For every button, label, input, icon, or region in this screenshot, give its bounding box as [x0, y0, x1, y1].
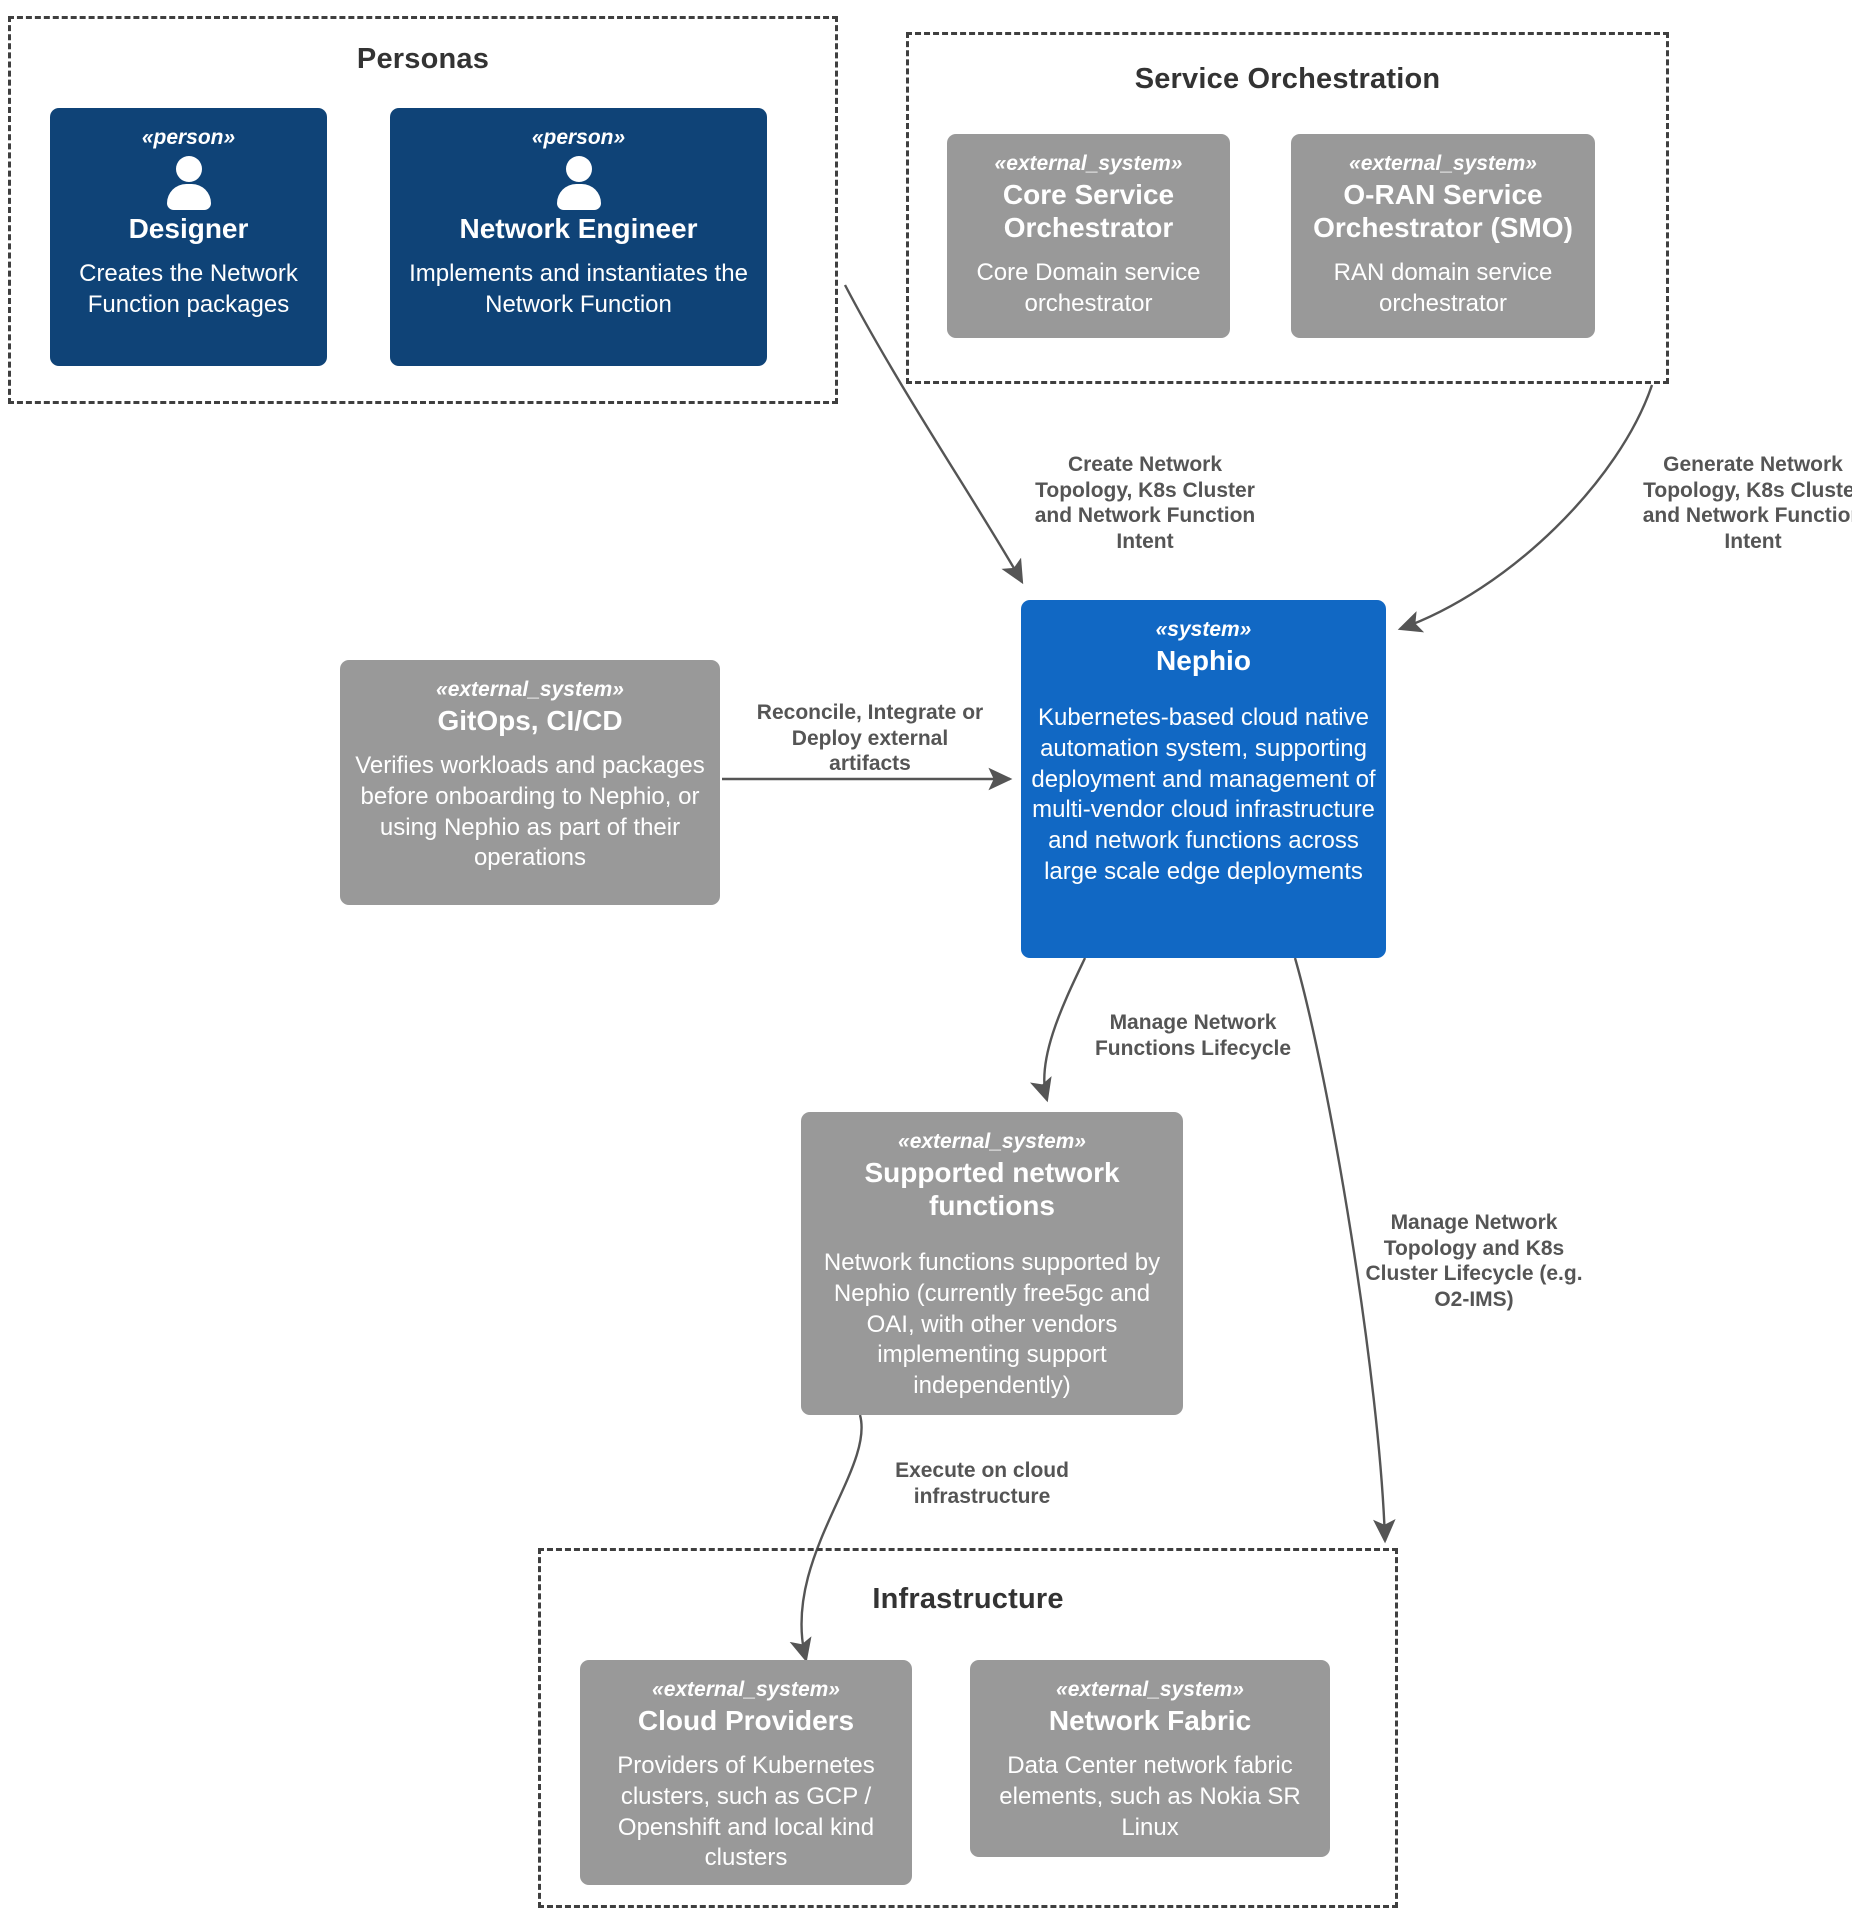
- node-stereotype: «external_system»: [652, 1678, 840, 1701]
- group-personas: Personas: [8, 16, 838, 404]
- group-title-infrastructure: Infrastructure: [872, 1583, 1064, 1615]
- node-title: Supported network functions: [864, 1157, 1120, 1222]
- node-designer[interactable]: «person» Designer Creates the Network Fu…: [50, 108, 327, 366]
- person-icon: [160, 156, 218, 211]
- node-description: Core Domain service orchestrator: [976, 259, 1201, 317]
- group-infrastructure: Infrastructure: [538, 1548, 1398, 1908]
- node-description: Verifies workloads and packages before o…: [355, 752, 705, 872]
- node-stereotype: «external_system»: [994, 152, 1183, 175]
- node-stereotype: «external_system»: [1056, 1678, 1244, 1701]
- node-gitops-cicd[interactable]: «external_system» GitOps, CI/CD Verifies…: [340, 660, 720, 905]
- group-service-orchestration: Service Orchestration: [906, 32, 1669, 384]
- edge-label-smo-nephio: Generate Network Topology, K8s Cluster a…: [1642, 453, 1852, 553]
- node-description: Implements and instantiates the Network …: [409, 260, 748, 318]
- node-title: Designer: [128, 213, 249, 245]
- edge-label-nephio-nf: Manage Network Functions Lifecycle: [1094, 1011, 1292, 1060]
- edge-label-nf-cloud: Execute on cloud infrastructure: [895, 1459, 1069, 1508]
- node-description: Providers of Kubernetes clusters, such a…: [617, 1752, 875, 1872]
- node-oran-service-orchestrator[interactable]: «external_system» O-RAN Service Orchestr…: [1291, 134, 1595, 338]
- node-stereotype: «system»: [1155, 618, 1252, 641]
- edge-label-engineer-nephio: Create Network Topology, K8s Cluster and…: [1034, 453, 1256, 553]
- node-network-fabric[interactable]: «external_system» Network Fabric Data Ce…: [970, 1660, 1330, 1857]
- node-stereotype: «external_system»: [436, 678, 624, 701]
- node-description: Kubernetes-based cloud native automation…: [1031, 704, 1376, 885]
- node-title: Network Engineer: [459, 213, 698, 245]
- node-network-engineer[interactable]: «person» Network Engineer Implements and…: [390, 108, 767, 366]
- group-title-personas: Personas: [356, 43, 490, 75]
- node-title: Network Fabric: [1048, 1705, 1252, 1737]
- node-stereotype: «person»: [141, 126, 236, 149]
- node-title: O-RAN Service Orchestrator (SMO): [1313, 179, 1573, 244]
- node-core-service-orchestrator[interactable]: «external_system» Core Service Orchestra…: [947, 134, 1230, 338]
- node-description: RAN domain service orchestrator: [1333, 259, 1553, 317]
- group-title-service-orchestration: Service Orchestration: [1134, 63, 1441, 95]
- node-description: Data Center network fabric elements, suc…: [999, 1752, 1301, 1841]
- node-title: Nephio: [1156, 645, 1251, 677]
- node-title: Core Service Orchestrator: [1002, 179, 1175, 244]
- node-description: Creates the Network Function packages: [79, 260, 298, 318]
- node-title: GitOps, CI/CD: [437, 705, 623, 737]
- node-stereotype: «external_system»: [898, 1130, 1086, 1153]
- node-stereotype: «person»: [531, 126, 626, 149]
- node-title: Cloud Providers: [637, 1705, 855, 1737]
- person-icon: [550, 156, 608, 211]
- node-supported-network-functions[interactable]: «external_system» Supported network func…: [801, 1112, 1183, 1415]
- node-cloud-providers[interactable]: «external_system» Cloud Providers Provid…: [580, 1660, 912, 1885]
- edge-label-nephio-infra: Manage Network Topology and K8s Cluster …: [1365, 1211, 1583, 1311]
- node-description: Network functions supported by Nephio (c…: [823, 1249, 1161, 1400]
- edge-label-gitops-nephio: Reconcile, Integrate or Deploy external …: [756, 701, 984, 776]
- node-nephio[interactable]: «system» Nephio Kubernetes-based cloud n…: [1021, 600, 1386, 958]
- node-stereotype: «external_system»: [1349, 152, 1537, 175]
